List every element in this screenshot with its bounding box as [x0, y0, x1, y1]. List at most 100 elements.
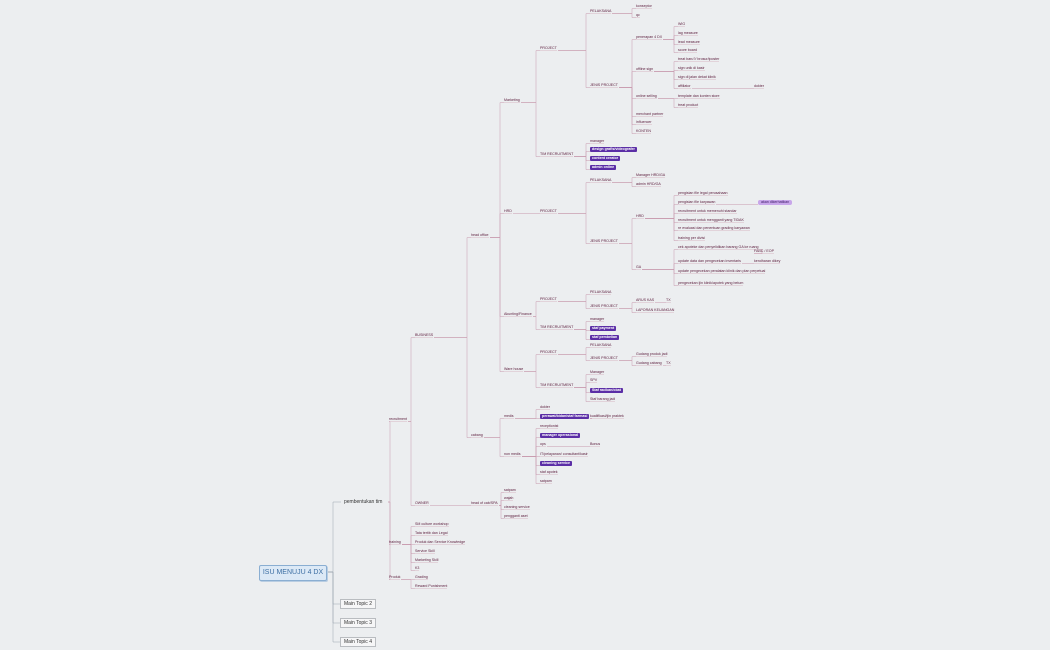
node-non-medis[interactable]: non medis [504, 451, 521, 456]
node-offline-sign[interactable]: offline sign [636, 66, 654, 71]
node-staf-pembelian[interactable]: staf pembelian [590, 334, 620, 340]
node-jenis-hrd[interactable]: JENIS PROJECT [590, 238, 618, 243]
node-score-board[interactable]: score board [678, 47, 697, 52]
node-k3[interactable]: K3 [415, 565, 420, 570]
main-topic-pembentukan-tim[interactable]: pembentukan tim [344, 499, 383, 505]
node-project-hrd[interactable]: PROJECT [540, 208, 557, 213]
node-staf-barang[interactable]: Staf barang jadi [590, 396, 616, 401]
node-gudang-produk[interactable]: Gudang produk jadi [636, 351, 668, 356]
node-content-creator[interactable]: content creator [590, 155, 621, 161]
node-grading[interactable]: Grading [415, 574, 428, 579]
node-ops[interactable]: ops [540, 441, 546, 446]
node-online-selling[interactable]: online selling [636, 93, 657, 98]
node-pelaksana-hrd[interactable]: PELAKSANA [590, 177, 612, 182]
node-project-mkt[interactable]: PROJECT [540, 45, 557, 50]
node-marketing-skill[interactable]: Marketing Skill [415, 557, 439, 562]
node-konseptor[interactable]: konseptor [636, 3, 652, 8]
node-lag-measure[interactable]: lag measure [678, 30, 698, 35]
node-merchant-partner[interactable]: merchant partner [636, 111, 664, 116]
node-tx-wh[interactable]: TX [666, 360, 671, 365]
node-pengganti-aset[interactable]: pengganti aset [504, 513, 528, 518]
node-cleaning-owner[interactable]: cleaning service [504, 504, 530, 509]
node-reward[interactable]: Reward Punishment [415, 583, 448, 588]
node-arus-kas[interactable]: ARUS KAS [636, 297, 655, 302]
node-head-office[interactable]: head office [471, 232, 489, 237]
node-lead-measure[interactable]: lead measure [678, 39, 700, 44]
node-produk-service[interactable]: Produk dan Service Knowledge [415, 539, 466, 544]
node-qc[interactable]: qc [636, 12, 640, 17]
node-manager-ops[interactable]: manager operasional [540, 432, 581, 438]
node-dokter[interactable]: dokter [754, 83, 764, 88]
node-perawat[interactable]: perawat/bidan/staf farmasi [540, 413, 590, 419]
node-receptionist[interactable]: receptionist [540, 423, 559, 428]
node-spv[interactable]: SPV [590, 377, 598, 382]
node-training[interactable]: training [389, 539, 401, 544]
node-dokter-medis[interactable]: dokter [540, 404, 550, 409]
node-gudang-cabang[interactable]: Gudang cabang [636, 360, 662, 365]
node-update-data[interactable]: update data dan pengecekan inventaris [678, 258, 741, 263]
node-ga-sub[interactable]: GA [636, 264, 642, 269]
node-staf-racikan[interactable]: Staf racikan/obat [590, 387, 623, 393]
node-tim-rec-wh[interactable]: TIM RECRUITMENT [540, 382, 574, 387]
node-rec-memenuhi[interactable]: recruitment untuk memenuhi standar [678, 208, 737, 213]
node-konten[interactable]: KONTEN [636, 128, 651, 133]
node-kualifikasi[interactable]: kualifikasi/ijin praktek [590, 413, 624, 418]
main-topic-2[interactable]: Main Topic 2 [340, 599, 376, 609]
node-design-grafis[interactable]: design grafis/videografer [590, 146, 637, 152]
node-staf-apotek[interactable]: staf apotek [540, 469, 558, 474]
node-pelaksana-mkt[interactable]: PELAKSANA [590, 8, 612, 13]
node-project-acc[interactable]: PROJECT [540, 296, 557, 301]
node-cabang[interactable]: cabang [471, 432, 483, 437]
node-pelaksana-wh[interactable]: PELAKSANA [590, 342, 612, 347]
node-business[interactable]: BUSINESS [415, 332, 434, 337]
node-cek-apotek[interactable]: cek apoteke dan penyelidikan barang GA k… [678, 244, 759, 249]
node-accounting[interactable]: Akunting/Finance [504, 311, 532, 316]
node-treat-product[interactable]: treat product [678, 102, 699, 107]
node-laporan-keuangan[interactable]: LAPORAN KEUANGAN [636, 307, 675, 312]
node-admin-hrd[interactable]: admin HRD/GA [636, 181, 661, 186]
node-sign-jalan[interactable]: sign di jalan dekat klinik [678, 74, 716, 79]
node-satpam-owner[interactable]: satpam [504, 487, 516, 492]
node-hrd-sub[interactable]: HRD [636, 213, 644, 218]
node-wig[interactable]: WIG [678, 21, 686, 26]
node-manager-hrd[interactable]: Manager HRD/GA [636, 172, 666, 177]
node-jenis-wh[interactable]: JENIS PROJECT [590, 355, 618, 360]
node-project-wh[interactable]: PROJECT [540, 349, 557, 354]
node-sign-unik[interactable]: sign unik di kasir [678, 65, 705, 70]
node-cleaning-service[interactable]: cleaning service [540, 460, 572, 466]
node-tim-rec-acc[interactable]: TIM RECRUITMENT [540, 324, 574, 329]
node-pengecekan-lain[interactable]: pengecekan ijin klinik/apotek yang belum [678, 280, 744, 285]
node-service-skill[interactable]: Service Skill [415, 548, 435, 553]
node-pengisian-karyawan[interactable]: pengisian file karyawan [678, 199, 716, 204]
node-staf-payment[interactable]: staf payment [590, 325, 617, 331]
node-owner[interactable]: OWNER [415, 500, 429, 505]
node-wajah[interactable]: wajah [504, 495, 514, 500]
node-template-konten[interactable]: template dan konten store [678, 93, 720, 98]
node-medis[interactable]: medis [504, 413, 514, 418]
node-affiliator[interactable]: affiliator [678, 83, 691, 88]
node-manager-mkt[interactable]: manager [590, 138, 605, 143]
node-re-evaluasi[interactable]: re evaluasi dan penentuan grading karyaw… [678, 225, 750, 230]
node-pelaksana-acc[interactable]: PELAKSANA [590, 289, 612, 294]
node-jenis-mkt[interactable]: JENIS PROJECT [590, 82, 618, 87]
node-manager-wh[interactable]: Manager [590, 369, 605, 374]
node-rec-mengganti[interactable]: recruitment untuk mengganti yang TIDAK [678, 217, 744, 222]
node-bonus[interactable]: Bonus [590, 441, 601, 446]
main-topic-4[interactable]: Main Topic 4 [340, 637, 376, 647]
node-fabc[interactable]: FABC / EOP [754, 248, 774, 253]
node-warehouse[interactable]: Ware house [504, 366, 524, 371]
node-satpam[interactable]: satpam [540, 478, 552, 483]
node-pengisian-legal[interactable]: pengisian file legal perusahaan [678, 190, 728, 195]
node-influencer[interactable]: influencer [636, 119, 652, 124]
node-update-aset[interactable]: update pengecekan peralatan klinik dan p… [678, 268, 766, 273]
node-admin-online[interactable]: admin online [590, 164, 617, 170]
node-tata-tertib[interactable]: Tata tertib dan Legal [415, 530, 448, 535]
node-marketing[interactable]: Marketing [504, 97, 520, 102]
node-hrd[interactable]: HRD [504, 208, 512, 213]
node-training-kesi[interactable]: training per divisi [678, 235, 705, 240]
node-tx-acc[interactable]: TX [666, 297, 671, 302]
node-sm-culture[interactable]: SM culture workshop [415, 521, 449, 526]
node-tim-rec-mkt[interactable]: TIM RECRUITMENT [540, 151, 574, 156]
node-kendharan[interactable]: kendharan dikey [754, 258, 781, 263]
node-head-cabpa[interactable]: head of cab/SPA [471, 500, 498, 505]
